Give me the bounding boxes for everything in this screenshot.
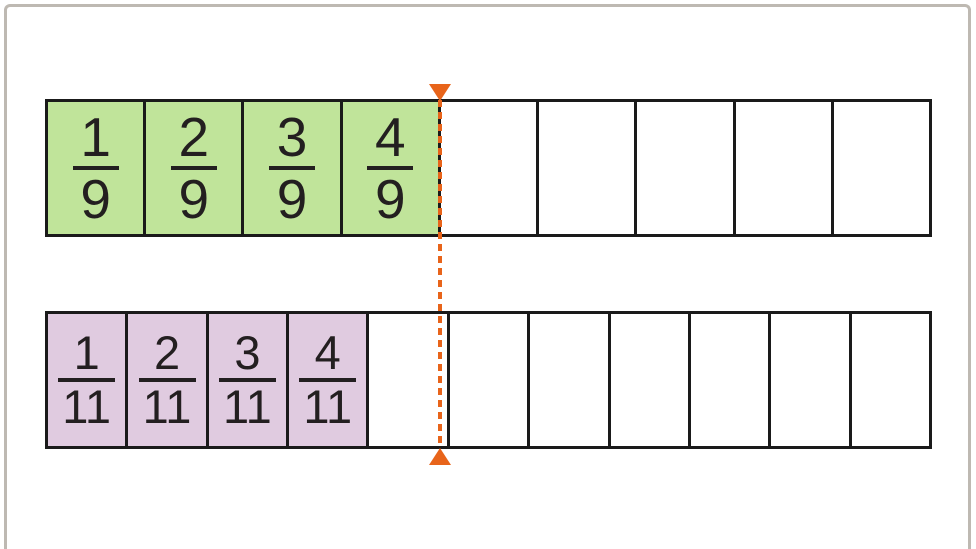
fraction-denominator: 11	[222, 380, 272, 433]
bar-cell	[768, 314, 848, 446]
bar-cell	[437, 102, 536, 234]
fraction-bar-line	[58, 378, 116, 382]
fraction-numerator: 3	[234, 326, 261, 380]
bar-cell	[527, 314, 607, 446]
arrow-up-icon	[429, 448, 451, 465]
fraction-numerator: 1	[80, 106, 111, 168]
fraction-bar-line	[138, 378, 196, 382]
fraction-denominator: 9	[276, 168, 308, 230]
fraction-bar-line	[218, 378, 276, 382]
bar-cell	[366, 314, 446, 446]
bar-cell	[830, 102, 929, 234]
fraction-numerator: 3	[276, 106, 308, 168]
fraction-bar-line	[269, 166, 316, 170]
bar-cell	[446, 314, 527, 446]
fraction-bar-line	[170, 166, 217, 170]
fraction-denominator: 11	[142, 380, 192, 433]
fraction-denominator: 11	[62, 380, 112, 433]
fraction-denominator: 9	[80, 168, 111, 230]
fraction-bar-line	[299, 378, 357, 382]
fraction-numerator: 2	[153, 326, 181, 380]
fraction-bar-line	[367, 166, 414, 170]
fraction-numerator: 1	[73, 326, 100, 380]
bar-cell	[848, 314, 929, 446]
fraction-denominator: 11	[303, 380, 353, 433]
fraction-denominator: 9	[374, 168, 406, 230]
bar-cell	[687, 314, 768, 446]
fraction-numerator: 4	[374, 106, 406, 168]
fraction-numerator: 2	[178, 106, 210, 168]
fraction-denominator: 9	[178, 168, 210, 230]
bar-cell	[732, 102, 831, 234]
bar-cell	[536, 102, 634, 234]
comparison-dashed-line	[438, 100, 442, 448]
arrow-down-icon	[429, 84, 451, 101]
fraction-bar-line	[72, 166, 119, 170]
card-frame	[4, 4, 971, 549]
bar-cell	[634, 102, 732, 234]
bar-cell	[607, 314, 688, 446]
fraction-numerator: 4	[314, 326, 341, 380]
